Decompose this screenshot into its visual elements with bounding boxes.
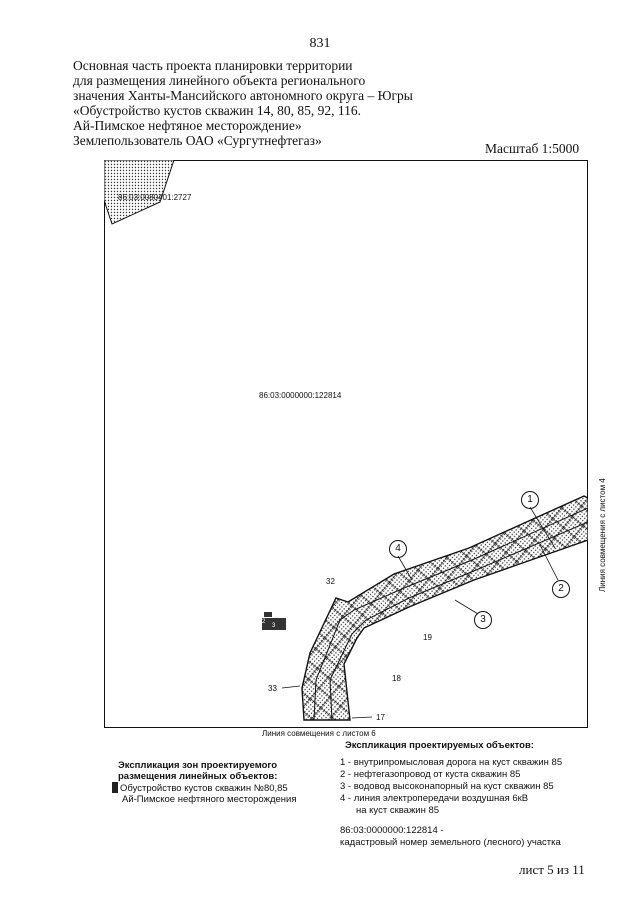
point-label: 19: [423, 633, 432, 642]
map-frame: [104, 160, 588, 728]
point-label: 32: [326, 577, 335, 586]
side-match-line-caption: Линия совмещения с листом 4: [598, 478, 607, 592]
objects-legend-item: 2 - нефтегазопровод от куста скважин 85: [340, 769, 521, 780]
callout-circle: 1: [521, 491, 539, 509]
cadastral-note: 86:03:0000000:122814 - кадастровый номер…: [340, 825, 561, 849]
title-line: Ай-Пимское нефтяное месторождение»: [73, 118, 302, 133]
title-line: для размещения линейного объекта региона…: [73, 73, 366, 88]
map-drawing: [104, 160, 588, 728]
objects-legend-item: на куст скважин 85: [356, 805, 440, 816]
block-label: 2: [262, 619, 266, 625]
title-line: значения Ханты-Мансийского автономного о…: [73, 88, 413, 103]
title-line: «Обустройство кустов скважин 14, 80, 85,…: [73, 103, 362, 118]
point-label: 17: [376, 713, 385, 722]
zone-legend-item: Ай-Пимское нефтяного месторождения: [122, 794, 297, 805]
pad-block: [262, 618, 286, 630]
cadastral-description: кадастровый номер земельного (лесного) у…: [340, 837, 561, 848]
callout-circle: 2: [552, 580, 570, 598]
zone-swatch: [112, 782, 118, 793]
zone-legend: Экспликация зон проектируемого размещени…: [112, 760, 297, 805]
callout-circle: 4: [389, 540, 407, 558]
parcel-main-label: 86:03:0000000:122814: [259, 391, 342, 400]
objects-legend: Экспликация проектируемых объектов: 1 - …: [340, 740, 562, 817]
project-corridor: [301, 495, 588, 721]
callout-circle: 3: [474, 611, 492, 629]
parcel-top-label: 86:03:0080401:2727: [118, 193, 192, 202]
objects-legend-item: 3 - водовод высоконапорный на куст скваж…: [340, 781, 554, 792]
parcel-2727: [104, 160, 175, 225]
zone-legend-heading: Экспликация зон проектируемого: [118, 760, 278, 771]
objects-legend-item: 4 - линия электропередачи воздушная 6кВ: [340, 793, 529, 804]
title-line: Землепользователь ОАО «Сургутнефтегаз»: [73, 133, 322, 148]
zone-legend-item: Обустройство кустов скважин №80,85: [120, 783, 288, 794]
page-number: 831: [309, 36, 331, 51]
scale-label: Масштаб 1:5000: [485, 141, 580, 156]
block-label: 3: [272, 623, 276, 629]
cadastral-number: 86:03:0000000:122814 -: [340, 825, 444, 836]
title-line: Основная часть проекта планировки террит…: [73, 58, 353, 73]
bottom-match-line-caption: Линия совмещения с листом 6: [262, 729, 376, 738]
point-label: 33: [268, 684, 277, 693]
objects-legend-item: 1 - внутрипромысловая дорога на куст скв…: [340, 757, 563, 768]
point-label: 18: [392, 674, 401, 683]
document-title: Основная часть проекта планировки террит…: [73, 58, 413, 148]
sheet-label: лист 5 из 11: [519, 862, 585, 877]
zone-legend-heading: размещения линейных объектов:: [118, 771, 278, 782]
objects-legend-heading: Экспликация проектируемых объектов:: [345, 740, 534, 751]
